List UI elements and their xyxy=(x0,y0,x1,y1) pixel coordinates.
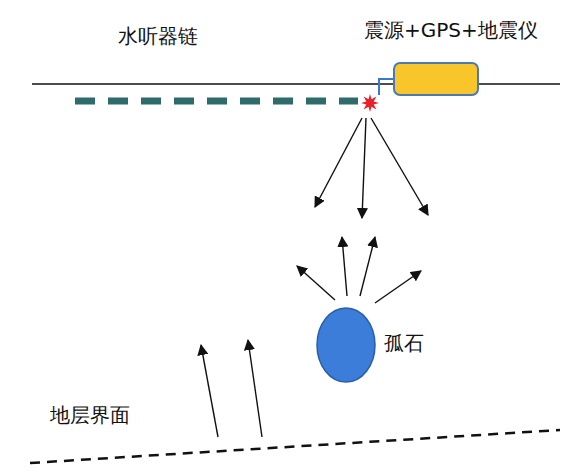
node-label: 震源+GPS+地震仪 xyxy=(364,18,538,42)
scattered-ray xyxy=(360,237,375,296)
equipment-box: 震源+GPS+地震仪 xyxy=(393,62,479,96)
reflected-ray xyxy=(201,345,218,437)
equipment-shape xyxy=(394,63,478,95)
reflected-ray xyxy=(248,340,262,437)
boulder-ellipse-outline xyxy=(316,307,376,383)
wave-arrows xyxy=(201,118,428,437)
source-cable xyxy=(379,79,393,95)
incident-ray xyxy=(315,118,362,207)
equipment-box-outline xyxy=(393,62,479,96)
hydrophone-streamer xyxy=(75,98,358,105)
incident-ray xyxy=(371,118,428,215)
scattered-ray xyxy=(375,271,421,303)
source-burst xyxy=(361,94,379,112)
scattered-ray xyxy=(342,237,347,296)
interface-label: 地层界面 xyxy=(50,403,130,427)
water-surface xyxy=(32,83,560,85)
scattered-ray xyxy=(297,266,335,300)
node-label: 孤石 xyxy=(384,331,424,355)
streamer-label: 水听器链 xyxy=(118,24,198,48)
boulder-ellipse: 孤石 xyxy=(316,307,376,383)
incident-ray xyxy=(362,118,366,218)
stratum-interface xyxy=(30,430,560,463)
boulder-shape xyxy=(317,308,375,382)
